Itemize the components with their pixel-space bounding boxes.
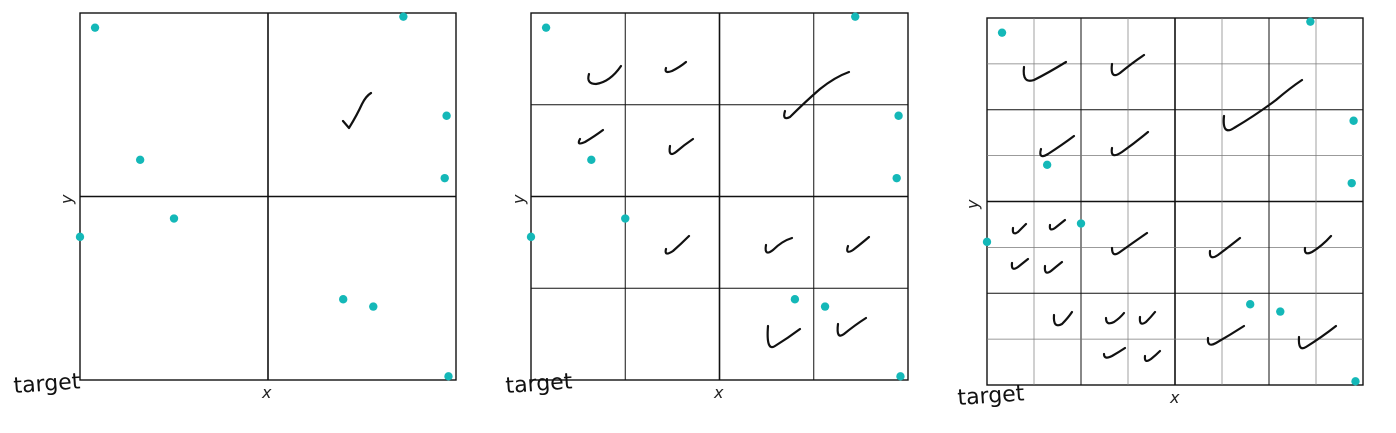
data-point [90,23,100,32]
panel-3: x y target [957,17,1364,411]
panel-1-x-label: x [261,383,272,402]
check [1102,346,1127,359]
data-point [982,237,992,247]
check [1138,310,1157,325]
check [1110,130,1150,157]
panel-1-corner-label: target [13,369,82,399]
panel-2-y-label: y [509,194,528,205]
panel-2-corner-label: target [505,369,574,399]
data-point [1349,116,1358,125]
check [764,236,794,254]
check [664,234,691,255]
data-point [541,23,551,32]
data-point [997,28,1007,37]
check [1022,60,1068,82]
data-point [135,155,145,164]
panel-3-checkmarks [1010,53,1338,363]
data-point [1076,219,1086,228]
data-point [1306,17,1315,26]
panel-1-y-label: y [57,194,76,205]
data-point [526,232,536,242]
panel-3-y-label: y [963,199,982,210]
check [1010,257,1030,270]
panel-1-checkmark [341,91,373,130]
data-point [1351,377,1360,386]
data-point [621,214,630,223]
check [1048,218,1067,231]
check [1110,53,1146,77]
data-point [169,214,179,223]
data-point [1347,178,1356,188]
check [587,64,623,86]
check [836,316,868,337]
check [1043,260,1064,274]
data-point [1246,300,1255,309]
check [1039,134,1076,158]
data-point [440,173,449,183]
check [1303,234,1333,255]
data-point [820,302,830,311]
panel-2-grid [531,13,908,380]
data-point [892,173,901,183]
data-point [75,232,85,242]
data-point [399,12,408,21]
panel-1-grid [80,13,456,380]
data-point [369,302,378,311]
check [1011,222,1028,235]
panel-3-corner-label: target [957,381,1026,411]
panel-3-x-label: x [1169,388,1180,407]
check [846,235,871,253]
check [1206,324,1246,346]
panel-1: x y target [13,12,457,402]
data-point [1042,160,1052,169]
panel-2-points [526,12,905,381]
panel-3-grid [987,18,1363,385]
data-point [442,111,451,120]
check [1110,231,1149,256]
check [766,324,802,349]
data-point [587,155,596,164]
check [1297,324,1338,350]
panel-2-x-label: x [713,383,724,402]
check [783,70,851,120]
check [668,137,695,156]
check [1052,310,1074,327]
data-point [894,111,903,120]
data-point [896,372,905,381]
data-point [1276,307,1285,316]
data-point [851,12,860,21]
data-point [339,295,348,304]
panel-1-points [75,12,453,381]
check [1222,78,1304,132]
check [1143,349,1162,363]
data-point [444,372,453,381]
check [1104,311,1126,325]
check [1208,236,1242,259]
check [664,60,688,74]
data-point [790,295,800,304]
panel-2-checkmarks [577,60,871,349]
panel-3-points [982,17,1360,386]
check [577,128,605,145]
panel-2: x y target [505,12,909,402]
